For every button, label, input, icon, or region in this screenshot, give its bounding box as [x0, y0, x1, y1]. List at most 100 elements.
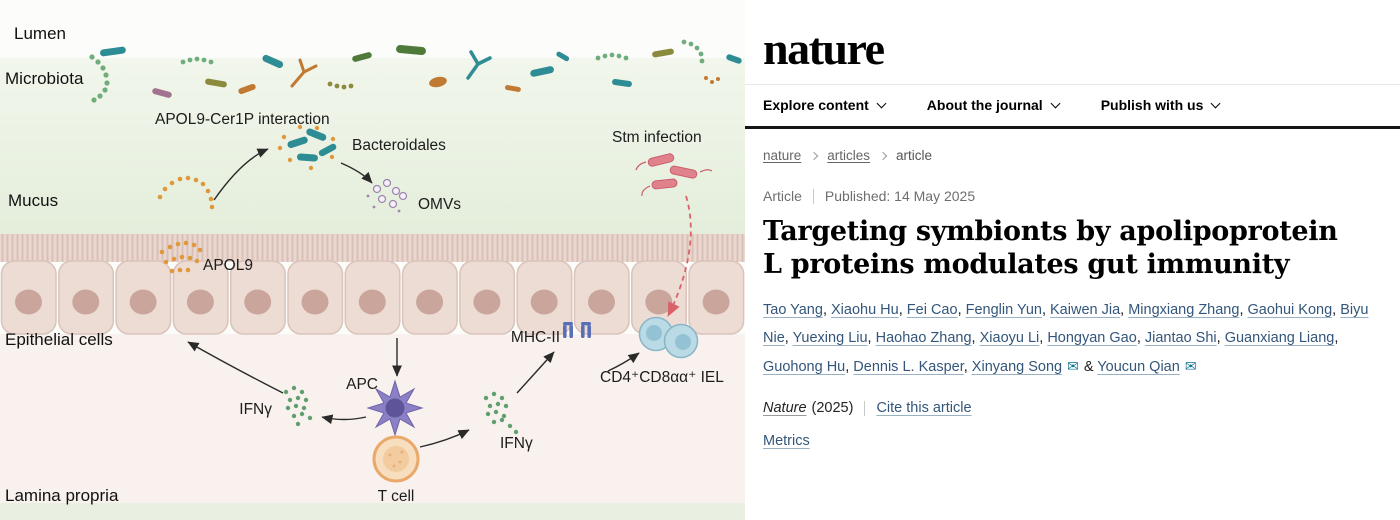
author-link[interactable]: Tao Yang — [763, 301, 823, 318]
breadcrumb-item: articles — [827, 148, 896, 163]
email-icon[interactable]: ✉ — [1184, 357, 1197, 374]
breadcrumb-link[interactable]: article — [896, 148, 933, 163]
breadcrumb-item: article — [896, 148, 932, 163]
stm-bacteria — [635, 153, 713, 197]
nature-logo[interactable]: nature — [763, 23, 885, 74]
breadcrumb-separator-icon — [878, 151, 888, 160]
author-separator: , — [784, 329, 793, 346]
author-separator: , — [1039, 329, 1048, 346]
figure-panel: Lumen Microbiota APOL9-Cer1P interaction… — [0, 24, 745, 520]
journal-year: (2025) — [811, 400, 854, 417]
author-separator: , — [1334, 329, 1339, 346]
author-link[interactable]: Fei Cao — [906, 301, 958, 318]
label-ifng-right: IFNγ — [500, 435, 533, 452]
journal-link[interactable]: Nature — [763, 400, 807, 417]
omv-vesicles — [366, 178, 408, 213]
article-meta: Article Published: 14 May 2025 — [763, 188, 1400, 204]
journal-citation-row: Nature (2025) Cite this article — [763, 400, 1400, 416]
email-icon[interactable]: ✉ — [1067, 357, 1079, 374]
breadcrumb-link[interactable]: articles — [827, 148, 871, 163]
author-item: Biyu Nie, — [763, 302, 1368, 346]
author-separator: , — [1239, 301, 1248, 318]
author-item: Tao Yang, — [763, 302, 831, 318]
breadcrumb: nature articles article — [763, 148, 1400, 163]
figure-arrows — [187, 148, 640, 448]
metrics-row: Metrics — [763, 433, 1400, 449]
author-link[interactable]: Xiaoyu Li — [979, 329, 1040, 346]
author-link[interactable]: Biyu Nie — [763, 301, 1369, 346]
label-stm-infection: Stm infection — [612, 129, 702, 146]
author-link[interactable]: Xiaohu Hu — [831, 301, 899, 318]
author-item: Fei Cao, — [907, 302, 966, 318]
article-title: Targeting symbionts by apolipoprotein L … — [763, 216, 1338, 280]
article-page: nature Explore content About the journal… — [745, 0, 1400, 520]
divider — [864, 400, 866, 416]
label-lamina-propria: Lamina propria — [5, 486, 119, 505]
author-separator: , — [898, 301, 907, 318]
author-link[interactable]: Guanxiang Liang — [1224, 329, 1335, 346]
chevron-down-icon — [1210, 98, 1221, 109]
bottom-strip — [0, 503, 745, 520]
chevron-down-icon — [1050, 98, 1061, 109]
label-apol9-cer1p: APOL9-Cer1P interaction — [155, 111, 330, 128]
author-separator: , — [845, 358, 854, 375]
metrics-link[interactable]: Metrics — [763, 433, 810, 450]
author-link[interactable]: Guohong Hu — [763, 358, 846, 375]
author-link[interactable]: Jiantao Shi — [1144, 329, 1217, 346]
nav-item[interactable]: Explore content — [763, 97, 887, 113]
author-item: Hongyan Gao, — [1047, 330, 1145, 346]
author-item: Youcun Qian✉ — [1097, 357, 1197, 375]
apol9-dots-lower — [159, 240, 203, 274]
author-item: Dennis L. Kasper, — [853, 359, 972, 375]
author-separator: , — [957, 301, 966, 318]
author-item: Jiantao Shi, — [1145, 330, 1225, 346]
nav-item-label: Publish with us — [1100, 97, 1204, 113]
breadcrumb-link[interactable]: nature — [763, 148, 802, 163]
mucus-zone — [0, 58, 745, 234]
cite-link[interactable]: Cite this article — [876, 400, 972, 417]
author-link[interactable]: Youcun Qian — [1097, 358, 1180, 375]
nav-item[interactable]: Publish with us — [1100, 97, 1221, 113]
author-item: Xinyang Song✉ & — [971, 357, 1098, 375]
gut-immunity-figure: Lumen Microbiota APOL9-Cer1P interaction… — [0, 24, 745, 520]
author-separator: , — [1136, 329, 1145, 346]
label-iel: CD4⁺CD8αα⁺ IEL — [600, 369, 724, 386]
label-t-cell: T cell — [378, 488, 415, 505]
published-date: Published: 14 May 2025 — [824, 188, 976, 204]
nav-item-label: About the journal — [926, 97, 1043, 113]
author-item: Guanxiang Liang, — [1225, 330, 1339, 346]
author-link[interactable]: Haohao Zhang — [875, 329, 972, 346]
breadcrumb-item: nature — [763, 148, 827, 163]
author-link[interactable]: Dennis L. Kasper — [853, 358, 964, 375]
label-mucus: Mucus — [8, 191, 58, 210]
author-item: Mingxiang Zhang, — [1128, 302, 1247, 318]
author-link[interactable]: Fenglin Yun — [965, 301, 1042, 318]
divider — [812, 188, 814, 204]
author-item: Guohong Hu, — [763, 359, 853, 375]
author-link[interactable]: Xinyang Song — [971, 358, 1063, 375]
author-link[interactable]: Yuexing Liu — [792, 329, 868, 346]
author-link[interactable]: Mingxiang Zhang — [1128, 301, 1240, 318]
label-omvs: OMVs — [418, 196, 461, 213]
author-separator: , — [1120, 301, 1129, 318]
label-microbiota: Microbiota — [5, 69, 84, 88]
author-separator: & — [1079, 358, 1098, 375]
author-item: Haohao Zhang, — [876, 330, 980, 346]
author-item: Gaohui Kong, — [1248, 302, 1341, 318]
label-apc: APC — [346, 376, 378, 393]
chevron-down-icon — [876, 98, 887, 109]
author-separator: , — [1216, 329, 1225, 346]
iel-cells — [638, 316, 699, 359]
author-separator: , — [822, 301, 831, 318]
author-item: Xiaohu Hu, — [831, 302, 907, 318]
author-link[interactable]: Gaohui Kong — [1247, 301, 1333, 318]
author-link[interactable]: Kaiwen Jia — [1050, 301, 1121, 318]
author-link[interactable]: Hongyan Gao — [1047, 329, 1137, 346]
author-separator: , — [1332, 301, 1341, 318]
author-separator: , — [963, 358, 972, 375]
microbiota-bacteria — [89, 39, 742, 103]
apc-cell — [366, 379, 424, 437]
nav-item[interactable]: About the journal — [926, 97, 1061, 113]
label-ifng-left: IFNγ — [239, 401, 272, 418]
top-nav: Explore content About the journal Publis… — [745, 84, 1400, 129]
